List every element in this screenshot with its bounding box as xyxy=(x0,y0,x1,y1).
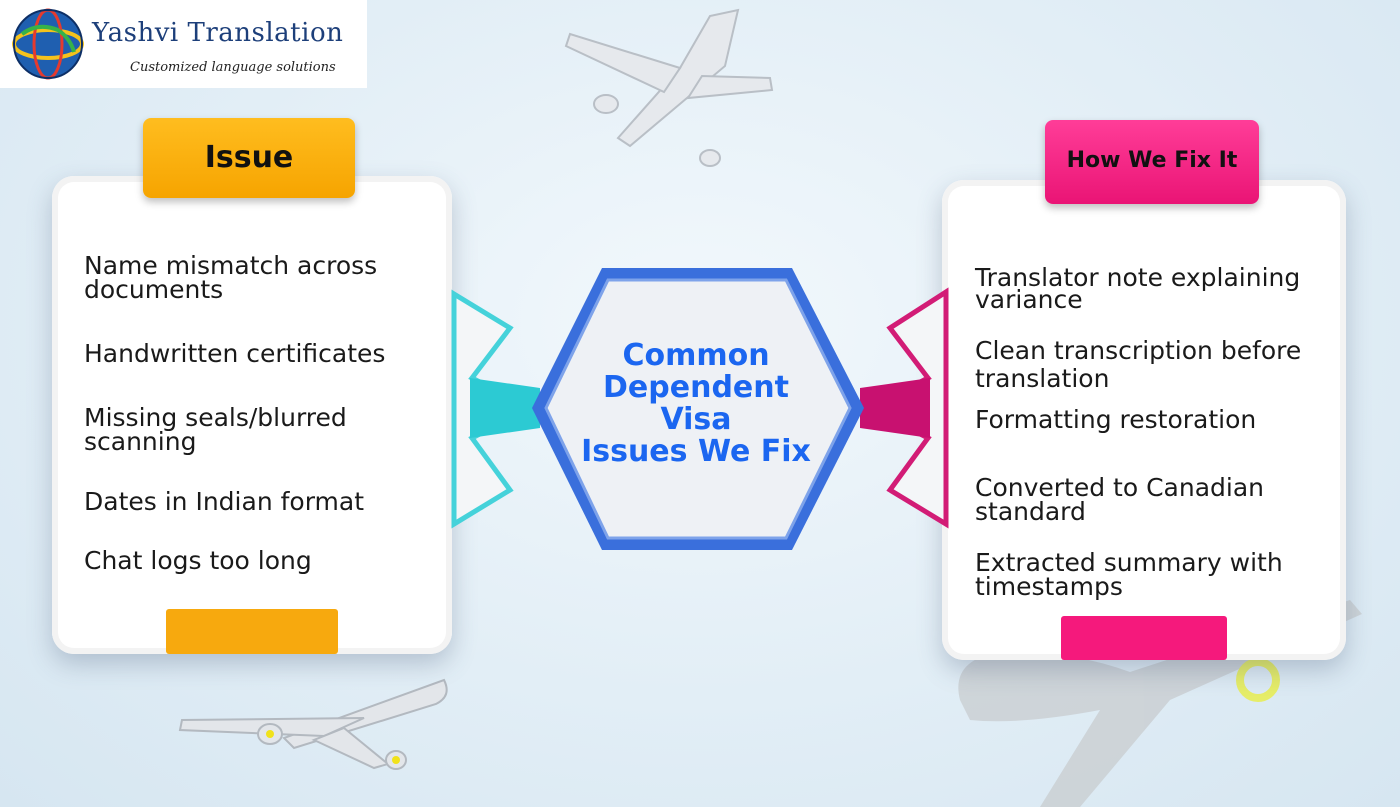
issue-item-4-line-1: Dates in Indian format xyxy=(84,487,365,516)
center-title-line-2: Dependent xyxy=(603,370,789,405)
center-hexagon-diagram xyxy=(451,268,949,550)
issue-item-2: Handwritten certificates xyxy=(84,339,386,368)
fix-item-2: Clean transcription before translation xyxy=(975,337,1301,393)
issue-item-1: Name mismatch across documents xyxy=(84,251,378,304)
airplane-bottom-left-icon xyxy=(178,678,448,770)
fix-item-3: Formatting restoration xyxy=(975,405,1257,434)
fix-item-2-line-2: translation xyxy=(975,364,1110,393)
issue-item-4: Dates in Indian format xyxy=(84,487,365,516)
fix-item-5: Extracted summary with timestamps xyxy=(975,548,1283,601)
fix-item-5-line-2: timestamps xyxy=(975,572,1123,601)
fix-item-5-line-1: Extracted summary with xyxy=(975,548,1283,577)
fix-item-1: Translator note explaining variance xyxy=(975,263,1301,314)
fix-item-4-line-1: Converted to Canadian xyxy=(975,473,1265,502)
fix-item-1-line-2: variance xyxy=(975,285,1083,314)
fix-panel-foot-tab xyxy=(1061,616,1227,660)
left-connector-arrow xyxy=(451,289,540,529)
issue-item-1-line-1: Name mismatch across xyxy=(84,251,378,280)
fix-item-3-line-1: Formatting restoration xyxy=(975,405,1257,434)
issue-panel-foot-tab xyxy=(166,609,338,654)
globe-logo-icon xyxy=(12,8,84,80)
logo-tagline: Customized language solutions xyxy=(130,60,336,75)
issue-item-3-line-1: Missing seals/blurred xyxy=(84,403,347,432)
fix-header-tab: How We Fix It xyxy=(1045,120,1259,204)
issue-header-tab: Issue xyxy=(143,118,355,198)
fix-item-1-line-1: Translator note explaining xyxy=(975,263,1301,292)
fix-item-4-line-2: standard xyxy=(975,497,1086,526)
center-title-line-4: Issues We Fix xyxy=(581,434,811,469)
fix-item-4: Converted to Canadian standard xyxy=(975,473,1265,526)
issue-panel xyxy=(52,176,452,654)
issue-item-5: Chat logs too long xyxy=(84,546,312,575)
issue-item-1-line-2: documents xyxy=(84,275,224,304)
logo-name: Yashvi Translation xyxy=(92,18,344,48)
issue-item-5-line-1: Chat logs too long xyxy=(84,546,312,575)
fix-item-2-line-1: Clean transcription before xyxy=(975,336,1302,365)
company-logo: Yashvi Translation Customized language s… xyxy=(0,0,367,88)
airplane-top-icon xyxy=(564,8,774,167)
center-title-line-1: Common xyxy=(622,338,770,373)
right-connector-arrow xyxy=(860,287,949,529)
issue-item-3: Missing seals/blurred scanning xyxy=(84,403,347,456)
center-title-line-3: Visa xyxy=(660,402,732,437)
issue-item-3-line-2: scanning xyxy=(84,427,197,456)
center-title: Common Dependent Visa Issues We Fix xyxy=(570,340,822,468)
issue-item-2-line-1: Handwritten certificates xyxy=(84,339,386,368)
fix-panel xyxy=(942,180,1346,660)
